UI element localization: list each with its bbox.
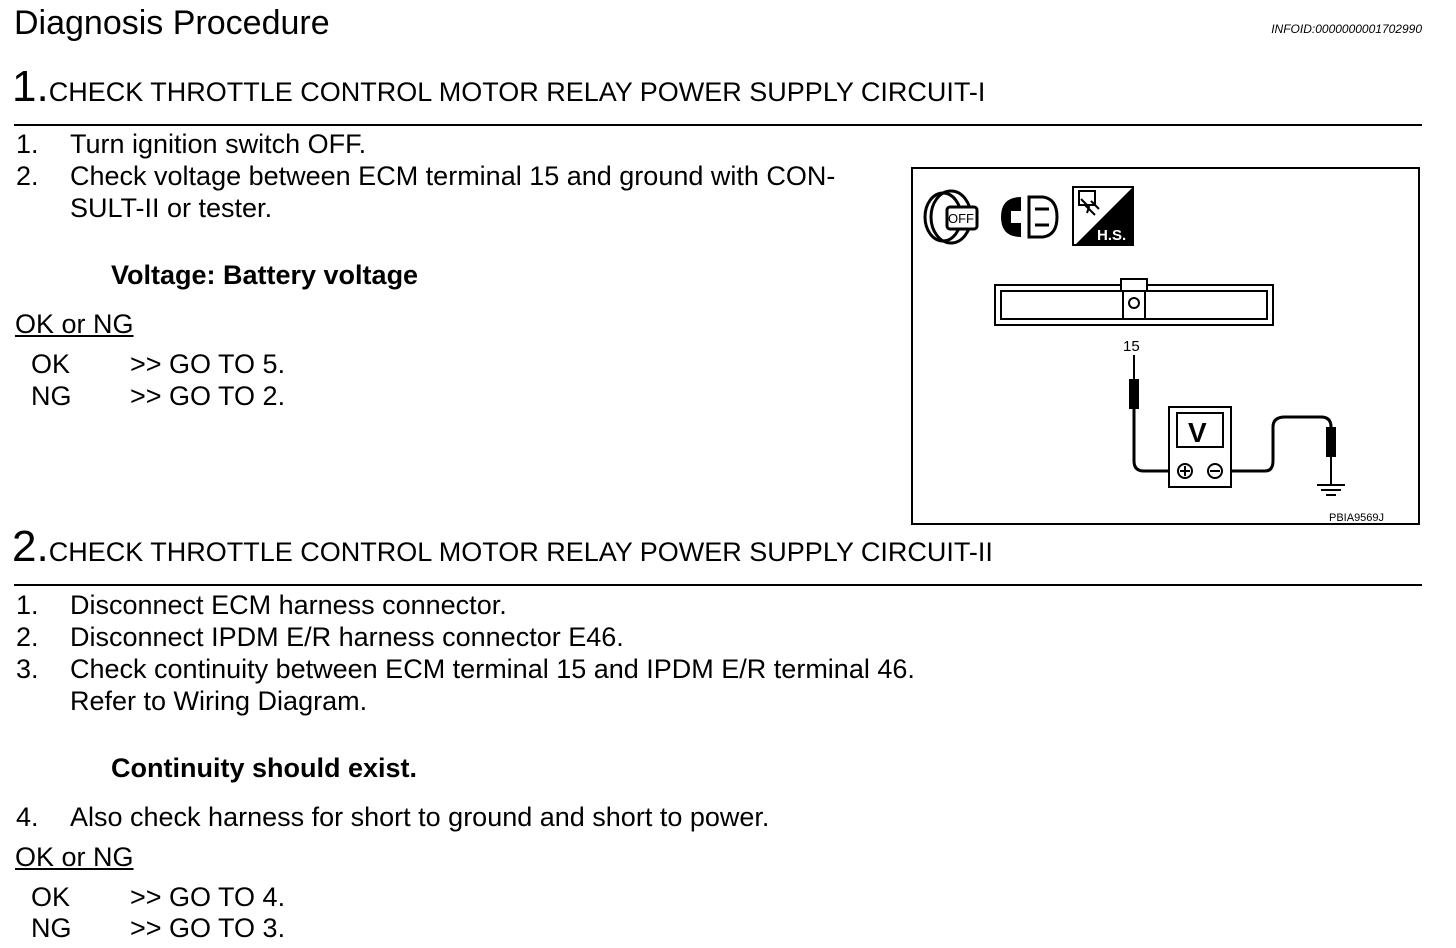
info-id: INFOID:0000000001702990: [1271, 22, 1422, 36]
step1-ok-ng-label: OK or NG: [15, 309, 134, 339]
figure-id: PBIA9569J: [1329, 512, 1384, 523]
step1-ng-action[interactable]: >> GO TO 2.: [130, 381, 286, 411]
step2-item4-text: Also check harness for short to ground a…: [70, 802, 770, 832]
step1-divider: [14, 124, 1422, 126]
step1-ok-status: OK: [31, 349, 71, 379]
step2-ng-action[interactable]: >> GO TO 3.: [130, 913, 286, 943]
step1-item1-num: 1.: [16, 129, 39, 159]
step2-item2-text: Disconnect IPDM E/R harness connector E4…: [70, 622, 624, 652]
step2-number: 2.: [12, 522, 49, 571]
ecm-connector: [994, 278, 1274, 326]
step2-item3-text: Check continuity between ECM terminal 15…: [70, 654, 915, 684]
step2-ng-status: NG: [31, 913, 72, 943]
step2-spec: Continuity should exist.: [111, 753, 418, 783]
step2-item4-num: 4.: [16, 802, 39, 832]
step2-heading-row: 2.CHECK THROTTLE CONTROL MOTOR RELAY POW…: [12, 522, 993, 572]
voltmeter: V: [1168, 406, 1232, 488]
terminal-label: 15: [1123, 338, 1140, 355]
connector-disconnected-icon: [1001, 195, 1059, 239]
step1-ng-status: NG: [31, 381, 72, 411]
harness-side-icon: H.S.: [1072, 186, 1134, 246]
voltage-check-figure: OFF H.S. 15: [911, 167, 1420, 525]
step1-heading: CHECK THROTTLE CONTROL MOTOR RELAY POWER…: [48, 77, 986, 107]
step1-spec: Voltage: Battery voltage: [111, 260, 419, 290]
step2-ok-ng-label: OK or NG: [15, 842, 134, 872]
step1-ok-action[interactable]: >> GO TO 5.: [130, 349, 286, 379]
test-probe-wiring: [1129, 355, 1345, 496]
step1-item1-text: Turn ignition switch OFF.: [70, 129, 367, 159]
step2-item1-text: Disconnect ECM harness connector.: [70, 590, 507, 620]
meter-label: V: [1188, 417, 1207, 448]
off-label: OFF: [948, 211, 974, 226]
step2-item3-cont: Refer to Wiring Diagram.: [70, 686, 368, 716]
step2-ok-action[interactable]: >> GO TO 4.: [130, 882, 286, 912]
step2-divider: [14, 584, 1422, 586]
step2-item3-num: 3.: [16, 654, 39, 684]
step2-ok-status: OK: [31, 882, 71, 912]
step2-item1-num: 1.: [16, 590, 39, 620]
step2-heading: CHECK THROTTLE CONTROL MOTOR RELAY POWER…: [48, 537, 993, 567]
ignition-off-icon: OFF: [923, 189, 979, 245]
step1-item2-text: Check voltage between ECM terminal 15 an…: [70, 161, 836, 191]
step1-item2-cont: SULT-II or tester.: [70, 193, 273, 223]
step1-item2-num: 2.: [16, 161, 39, 191]
page-title: Diagnosis Procedure: [14, 4, 330, 42]
step1-number: 1.: [12, 62, 49, 111]
step2-item2-num: 2.: [16, 622, 39, 652]
step1-heading-row: 1.CHECK THROTTLE CONTROL MOTOR RELAY POW…: [12, 62, 985, 112]
hs-label: H.S.: [1097, 227, 1126, 244]
